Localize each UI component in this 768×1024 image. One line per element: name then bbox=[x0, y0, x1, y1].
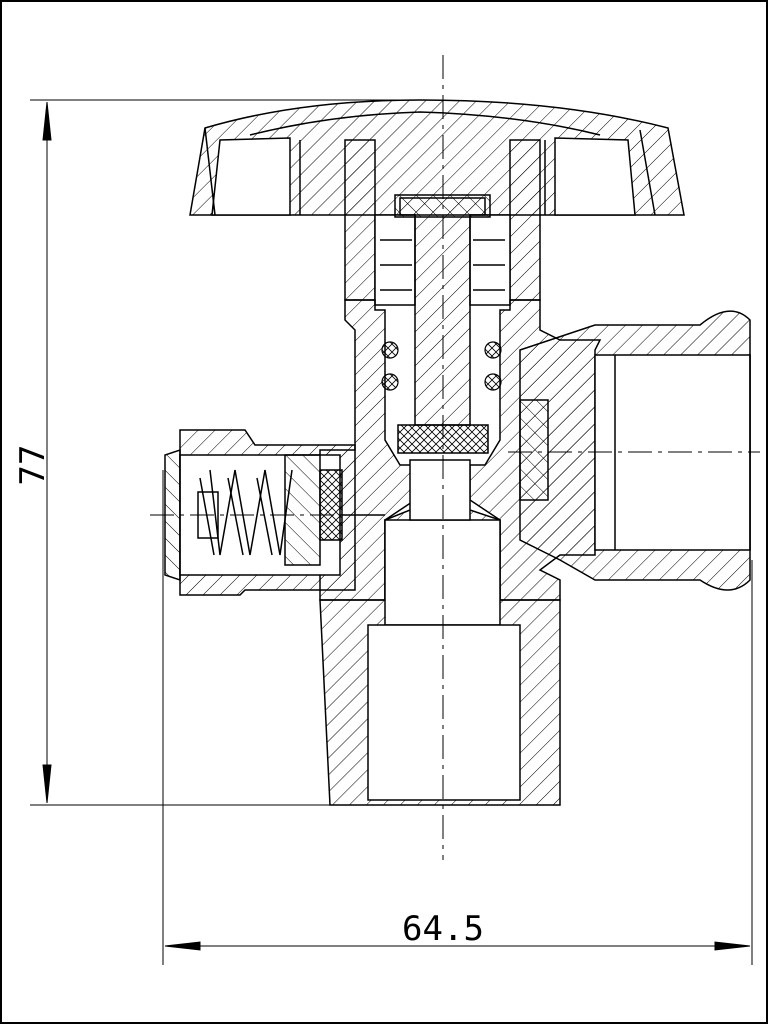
center-lines bbox=[150, 55, 760, 860]
bonnet bbox=[344, 139, 541, 306]
handwheel bbox=[189, 99, 685, 216]
dimension-width bbox=[162, 470, 753, 965]
relief-valve bbox=[164, 429, 385, 596]
width-dimension-label: 64.5 bbox=[402, 909, 484, 949]
height-dimension-label: 77 bbox=[13, 445, 53, 486]
dimension-height bbox=[30, 99, 420, 806]
o-rings bbox=[381, 341, 502, 391]
